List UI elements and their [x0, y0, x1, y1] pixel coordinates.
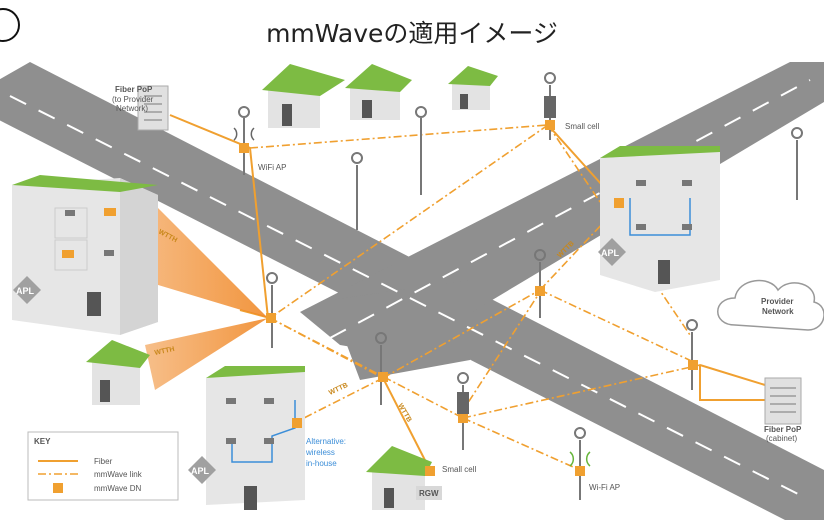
fiber-pop-top [137, 85, 169, 131]
mmwave-dn-node [535, 286, 545, 296]
road-cross [300, 62, 824, 355]
houses [86, 64, 498, 510]
label-fiber-pop-right-sub: (cabinet) [766, 434, 797, 443]
beam-lower [145, 318, 268, 390]
label-alt-wireless-2: wireless [305, 448, 335, 457]
lamp-post [686, 319, 698, 390]
label-wifi-ap-bottom: Wi-Fi AP [589, 483, 620, 492]
mmwave-dn-node [266, 313, 276, 323]
fiber-lines [169, 114, 766, 471]
building-apl-right [598, 146, 720, 292]
label-provider-network-1: Provider [761, 297, 793, 306]
label-provider-network-2: Network [762, 307, 794, 316]
label-fiber-pop-top-sub1: (to Provider [112, 95, 154, 104]
label-wttb-center: WTTB [328, 382, 349, 397]
lamp-post [266, 272, 278, 348]
house-top-1 [262, 64, 345, 128]
wtth-beams [125, 200, 268, 390]
house-left [86, 340, 150, 405]
label-rgw: RGW [419, 489, 439, 498]
label-alt-wireless-1: Alternative: [306, 437, 346, 446]
small-cell-icon [544, 96, 556, 118]
label-fiber-pop-right: Fiber PoP [764, 425, 802, 434]
label-fiber-pop-top-sub2: Network) [116, 104, 148, 113]
wifi-signal-icon [233, 127, 255, 141]
legend-mmwave-dn-label: mmWave DN [94, 484, 141, 493]
mmwave-dn-node [545, 120, 555, 130]
mmwave-dn-nodes [239, 120, 698, 476]
building-apl-left [12, 175, 158, 335]
mmwave-dn-node [458, 413, 468, 423]
label-apl-right: APL [601, 248, 620, 258]
house-top-3 [448, 66, 498, 110]
legend-title: KEY [34, 437, 51, 446]
mmwave-dn-node [575, 466, 585, 476]
lamp-post [574, 427, 586, 500]
legend-mmwave-link-label: mmWave link [94, 470, 143, 479]
cloud-provider-network [717, 279, 824, 331]
fiber-pop-right [764, 377, 802, 425]
label-wifi-ap-top: WiFi AP [258, 163, 286, 172]
roads [0, 62, 824, 520]
lamp-post [351, 152, 363, 230]
label-alt-wireless-3: in-house [306, 459, 337, 468]
label-apl-left: APL [16, 286, 35, 296]
lamp-post [238, 106, 250, 175]
wifi-signal-icons [233, 127, 591, 467]
road-junction [330, 280, 470, 380]
mmwave-dn-node [378, 372, 388, 382]
mmwave-dn-node [688, 360, 698, 370]
lamp-post [791, 127, 803, 200]
mmwave-dn-node [239, 143, 249, 153]
house-top-2 [345, 64, 412, 120]
lamp-post [415, 106, 427, 195]
legend-key: KEY Fiber mmWave link mmWave DN [27, 431, 179, 501]
label-small-cell-bottom: Small cell [442, 465, 476, 474]
page-title: mmWaveの適用イメージ [266, 19, 558, 48]
small-cell-devices [457, 96, 556, 414]
label-wtth-lower: WTTH [154, 346, 175, 357]
legend-mmwave-dn-swatch [53, 483, 63, 493]
house-bottom [366, 446, 442, 510]
mmwave-dn-node [292, 418, 302, 428]
legend-fiber-label: Fiber [94, 457, 113, 466]
label-fiber-pop-top: Fiber PoP [115, 85, 153, 94]
mmwave-dn-node [614, 198, 624, 208]
label-small-cell-top: Small cell [565, 122, 599, 131]
label-apl-bottom: APL [191, 466, 210, 476]
building-apl-bottom [188, 366, 305, 510]
wifi-signal-icon [569, 451, 591, 467]
small-cell-icon [457, 392, 469, 414]
mmwave-dn-node [425, 466, 435, 476]
beam-upper [125, 200, 268, 318]
